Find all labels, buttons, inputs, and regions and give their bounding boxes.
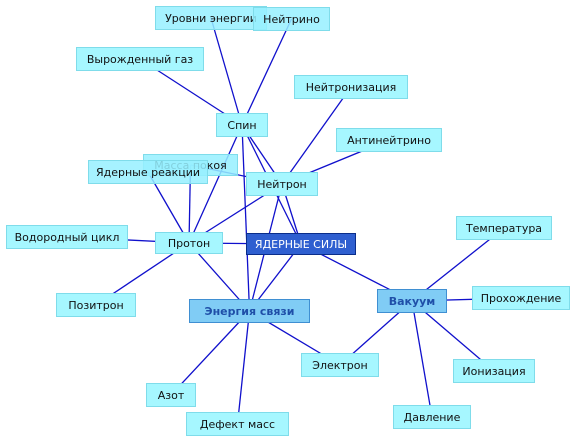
node-antineutrino[interactable]: Антинейтрино bbox=[336, 128, 442, 152]
edge-vacuum-temperature bbox=[411, 227, 505, 302]
edge-neutron-neutronization bbox=[281, 86, 352, 185]
node-energy-levels[interactable]: Уровни энергии bbox=[155, 6, 267, 30]
edge-spin-energy_levels bbox=[210, 17, 243, 126]
node-pressure[interactable]: Давление bbox=[393, 405, 471, 429]
edge-vacuum-pressure bbox=[411, 300, 433, 418]
node-passage[interactable]: Прохождение bbox=[472, 286, 570, 310]
node-proton[interactable]: Протон bbox=[155, 232, 223, 254]
node-nuclear-forces[interactable]: ЯДЕРНЫЕ СИЛЫ bbox=[246, 233, 356, 255]
edge-binding-mass_defect bbox=[236, 310, 251, 425]
node-hydrogen-cycle[interactable]: Водородный цикл bbox=[6, 225, 128, 249]
node-vacuum[interactable]: Вакуум bbox=[377, 289, 447, 313]
edge-spin-neutrino bbox=[241, 18, 293, 126]
node-positron[interactable]: Позитрон bbox=[56, 293, 136, 317]
node-electron[interactable]: Электрон bbox=[301, 353, 379, 377]
node-spin[interactable]: Спин bbox=[216, 113, 268, 137]
node-mass-defect[interactable]: Дефект масс bbox=[186, 412, 289, 436]
edge-spin-binding bbox=[241, 124, 251, 312]
node-ionization[interactable]: Ионизация bbox=[453, 359, 535, 383]
edge-binding-nitrogen bbox=[170, 310, 250, 396]
node-temperature[interactable]: Температура bbox=[456, 216, 552, 240]
node-binding-energy[interactable]: Энергия связи bbox=[189, 299, 310, 323]
node-neutronization[interactable]: Нейтронизация bbox=[294, 75, 408, 99]
node-nuclear-reactions[interactable]: Ядерные реакции bbox=[88, 160, 208, 184]
node-nitrogen[interactable]: Азот bbox=[146, 383, 196, 407]
edge-spin-proton bbox=[188, 124, 243, 244]
node-neutron[interactable]: Нейтрон bbox=[246, 172, 318, 196]
node-degenerate-gas[interactable]: Вырожденный газ bbox=[76, 47, 204, 71]
node-neutrino[interactable]: Нейтрино bbox=[253, 7, 330, 31]
